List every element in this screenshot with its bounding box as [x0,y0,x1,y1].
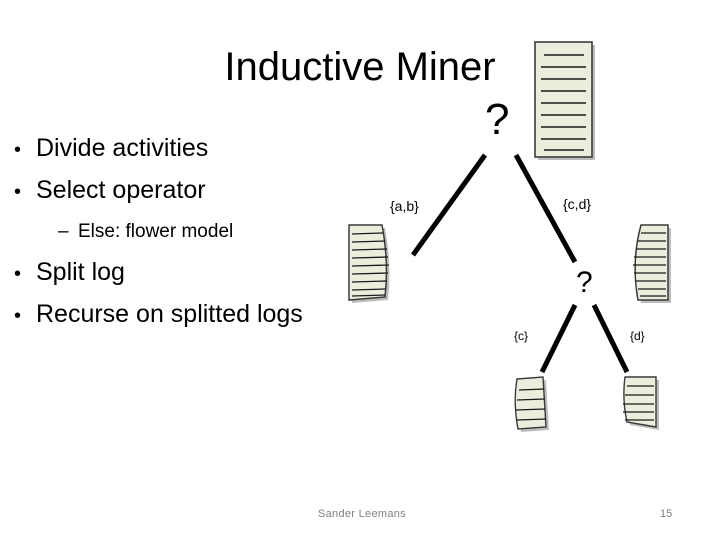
edge-label-c: {c} [514,329,529,343]
list-item: • Split log [14,252,364,294]
footer-page-number: 15 [660,508,673,520]
bullet-marker: • [14,305,22,327]
bullet-marker: • [14,181,22,203]
list-item: • Select operator [14,170,364,212]
list-item: – Else: flower model [14,212,364,252]
list-item-label: Select operator [36,176,206,204]
list-item-label: Else: flower model [78,221,234,242]
right-operator-node: ? [576,266,593,299]
edge-label-ab: {a,b} [390,198,419,214]
edge-root-to-ab [410,153,488,257]
log-c-icon [514,376,549,432]
list-item: • Divide activities [14,128,364,170]
list-item-label: Recurse on splitted logs [36,300,303,328]
bullet-list: • Divide activities • Select operator – … [14,128,364,336]
bullet-marker: • [14,139,22,161]
page-title: Inductive Miner [224,45,496,89]
root-operator-node: ? [485,95,510,144]
list-item-label: Split log [36,258,125,286]
log-cd-icon [633,224,671,303]
edge-node-to-d [591,303,630,374]
edge-node-to-c [539,303,578,374]
edge-label-cd: {c,d} [563,196,592,212]
list-item: • Recurse on splitted logs [14,294,364,336]
edge-label-d: {d} [630,329,645,343]
footer-author: Sander Leemans [318,508,406,520]
bullet-marker: – [58,221,69,242]
bullet-marker: • [14,263,22,285]
log-d-icon [623,376,659,430]
list-item-label: Divide activities [36,134,209,162]
